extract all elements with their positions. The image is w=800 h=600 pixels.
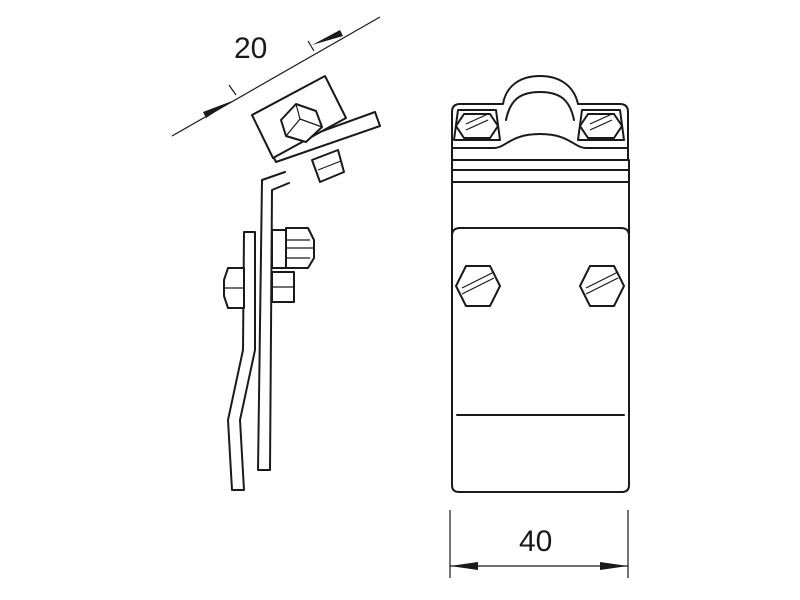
dimension-20-label: 20	[234, 32, 267, 65]
side-view	[223, 75, 381, 491]
front-mid-right-screw-icon	[579, 265, 625, 307]
side-lower-bolt-left-icon	[223, 267, 245, 309]
side-outer-strap	[227, 231, 256, 491]
front-top-right-bolt-icon	[577, 109, 625, 141]
side-lower-bolt-right-icon	[271, 271, 295, 303]
dimension-20: 20	[171, 16, 381, 137]
front-view	[451, 75, 630, 493]
side-main-strap	[257, 171, 290, 471]
front-main-body	[451, 159, 630, 493]
side-upper-bolt-icon	[271, 227, 315, 269]
front-mid-left-screw-icon	[455, 265, 501, 307]
dimension-40-label: 40	[519, 525, 552, 558]
front-top-left-bolt-icon	[453, 109, 501, 141]
dimension-40: 40	[449, 510, 629, 578]
